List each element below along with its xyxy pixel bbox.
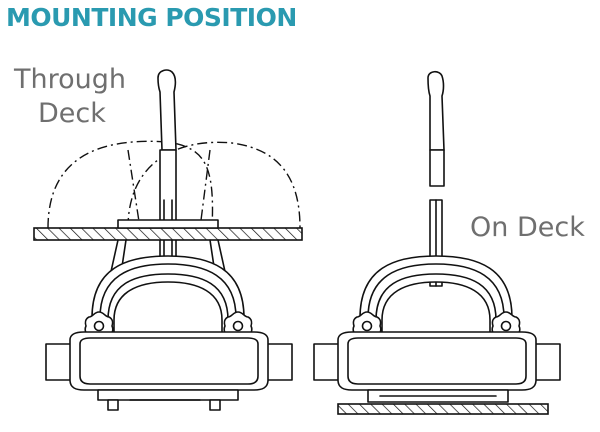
- through-deck-label-line2: Deck: [38, 98, 106, 129]
- lever-guide-arch-ondeck: [359, 255, 513, 341]
- through-deck-view: [33, 69, 303, 411]
- control-housing: [69, 331, 269, 391]
- lever-shaft: [159, 149, 177, 263]
- lever-guide-arch: [91, 255, 245, 341]
- lever-swing-arc-left: [47, 140, 214, 229]
- lever-handle: [157, 69, 177, 151]
- lever-swing-arc-right: [127, 141, 301, 229]
- diagram-title: MOUNTING POSITION: [6, 3, 297, 32]
- deck-panel-through: [33, 227, 303, 241]
- on-deck-label: On Deck: [470, 212, 585, 243]
- deck-panel-ondeck: [337, 403, 549, 415]
- lever-handle-ondeck: [427, 70, 445, 151]
- through-deck-label-line1: Through: [14, 64, 126, 95]
- on-deck-view: [313, 70, 561, 415]
- control-housing-ondeck: [337, 331, 537, 391]
